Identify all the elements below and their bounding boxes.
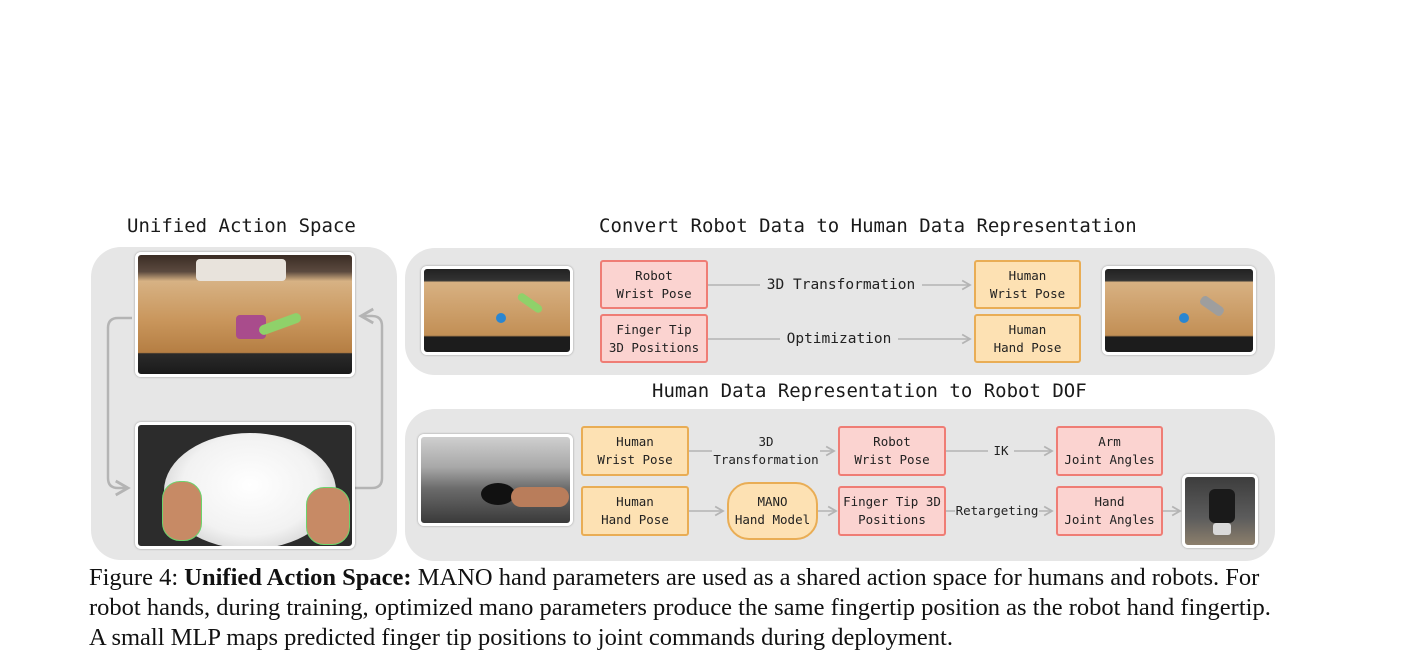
human-sink-image [418, 434, 573, 526]
top-finger-tip-3d-positions: Finger Tip 3D Positions [600, 314, 708, 363]
figure-caption: Figure 4: Unified Action Space: MANO han… [89, 563, 1289, 653]
bottom-finger-tip-3d-positions: Finger Tip 3D Positions [838, 486, 946, 536]
bottom-hand-joint-angles: Hand Joint Angles [1056, 486, 1163, 536]
caption-text: MANO hand parameters are used as a share… [89, 564, 1271, 651]
bottom-mano-hand-model: MANO Hand Model [727, 482, 818, 540]
bottom-right-title: Human Data Representation to Robot DOF [652, 380, 1087, 402]
robot-data-image [421, 266, 573, 355]
caption-label: Figure 4: [89, 564, 179, 591]
cycle-arrow-right [355, 307, 384, 490]
caption-bold: Unified Action Space: [184, 564, 412, 591]
cycle-arrow-left [106, 316, 132, 497]
bottom-human-hand-pose: Human Hand Pose [581, 486, 689, 536]
bottom-edge-retargeting: Retargeting [955, 502, 1039, 520]
bottom-human-wrist-pose: Human Wrist Pose [581, 426, 689, 476]
left-title: Unified Action Space [127, 215, 356, 237]
bottom-arm-joint-angles: Arm Joint Angles [1056, 426, 1163, 476]
human-data-image [1102, 266, 1256, 355]
robot-hand-image [1182, 474, 1258, 548]
top-right-title: Convert Robot Data to Human Data Represe… [599, 215, 1137, 237]
top-human-wrist-pose: Human Wrist Pose [974, 260, 1081, 309]
bottom-robot-wrist-pose: Robot Wrist Pose [838, 426, 946, 476]
robot-sim-scene-image [135, 252, 355, 377]
bottom-edge-ik: IK [988, 442, 1014, 460]
top-edge-3d-transformation: 3D Transformation [760, 276, 922, 294]
bottom-edge-3d-transformation: 3D Transformation [712, 433, 820, 469]
top-edge-optimization: Optimization [780, 330, 898, 348]
human-hands-tray-image [135, 422, 355, 549]
top-robot-wrist-pose: Robot Wrist Pose [600, 260, 708, 309]
top-human-hand-pose: Human Hand Pose [974, 314, 1081, 363]
